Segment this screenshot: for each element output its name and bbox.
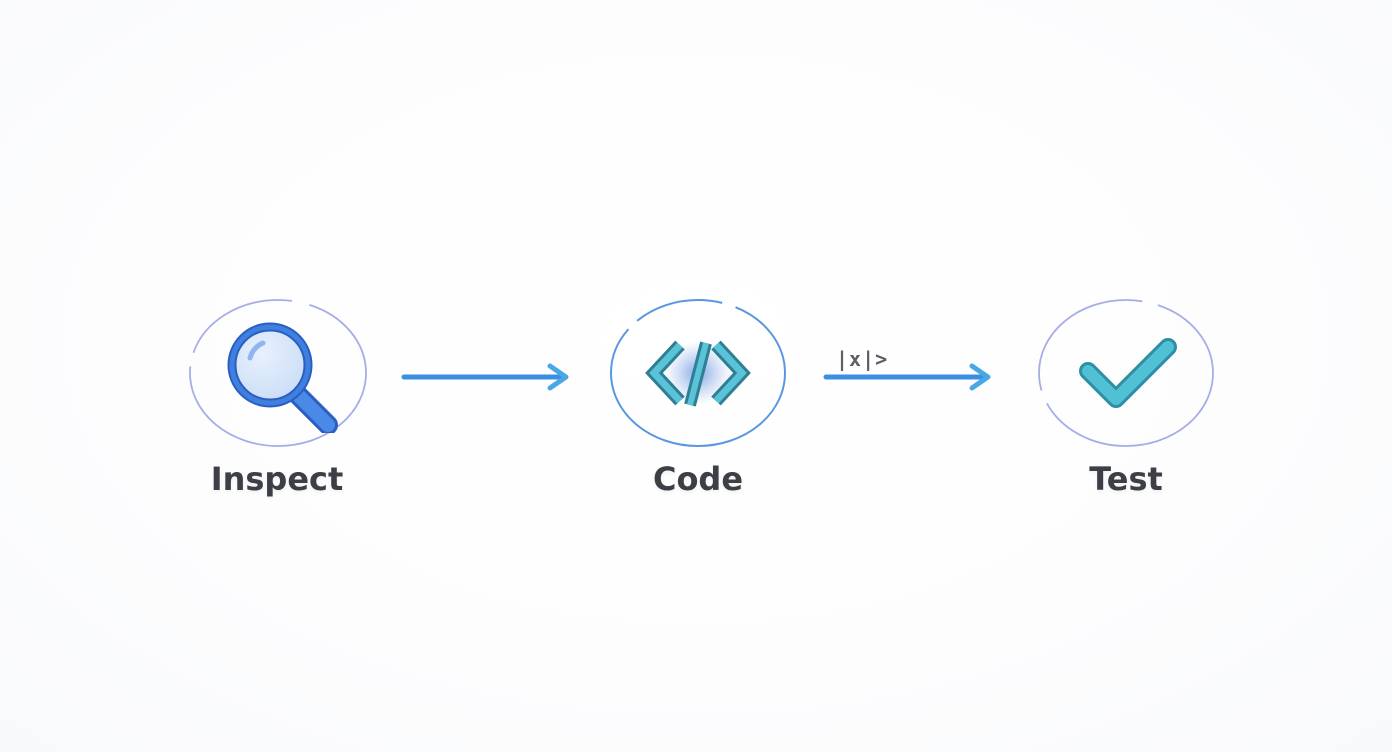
inspect-label: Inspect (210, 460, 344, 498)
arrow-inspect-to-code (401, 363, 569, 391)
code-label: Code (652, 460, 744, 498)
code-brackets-icon (645, 340, 751, 407)
magnifier-icon (227, 322, 338, 433)
test-node (1036, 298, 1216, 448)
test-ring (1038, 299, 1214, 447)
code-node (608, 298, 788, 448)
test-label: Test (1089, 460, 1163, 498)
code-ring (610, 299, 786, 447)
inspect-ring (189, 299, 367, 447)
arrow-code-to-test (823, 363, 991, 391)
checkmark-icon (1079, 338, 1177, 408)
inspect-node (188, 298, 368, 448)
connector-annotation: |x|> (836, 347, 889, 371)
